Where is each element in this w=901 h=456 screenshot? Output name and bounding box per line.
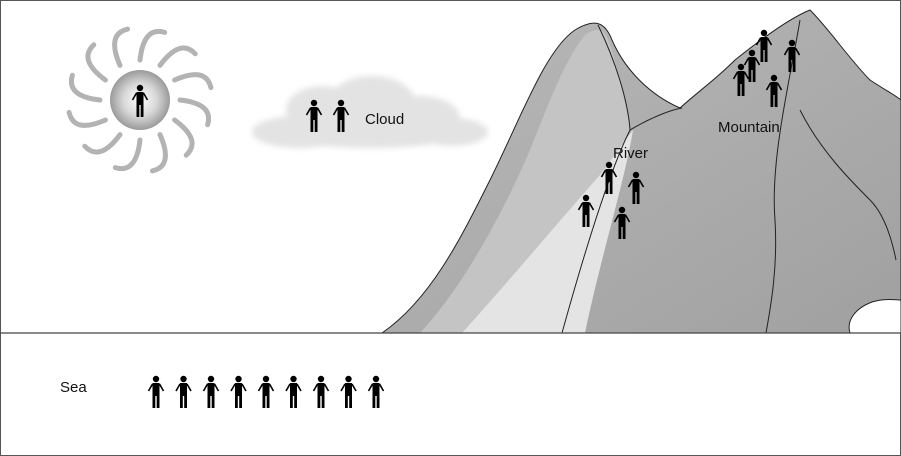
mountain-label: Mountain [718, 119, 780, 136]
person-icon [131, 84, 149, 117]
river-figures [577, 161, 645, 239]
person-icon [765, 74, 783, 107]
sun-ray [149, 132, 168, 174]
sun-ray [112, 137, 143, 172]
person-icon [202, 375, 220, 408]
sun-rays [66, 26, 214, 174]
person-icon [367, 375, 385, 408]
person-icon [305, 99, 323, 132]
sun-ray [82, 132, 123, 155]
person-icon [627, 171, 645, 204]
person-icon [285, 375, 302, 408]
sun-ray [172, 117, 195, 158]
mountain-figures [732, 29, 801, 107]
sun-ray [157, 45, 198, 68]
person-icon [755, 29, 773, 62]
person-icon [257, 375, 275, 408]
person-icon [147, 375, 165, 408]
sun-figures [131, 84, 149, 117]
sun-ray [177, 97, 212, 128]
person-icon [230, 375, 247, 408]
sun-ray [172, 72, 214, 91]
person-icon [783, 39, 801, 72]
cloud-figures [305, 99, 350, 132]
person-icon [743, 49, 761, 82]
person-icon [340, 375, 357, 408]
sun-ray [112, 26, 131, 68]
mountain-icon [380, 9, 901, 334]
sun-ray [66, 109, 108, 128]
person-icon [600, 161, 618, 194]
sea-figures [147, 375, 385, 408]
sun-ray [85, 42, 108, 83]
river-label: River [613, 145, 648, 162]
sun-ray [137, 28, 168, 63]
person-icon [312, 375, 330, 408]
sea-label: Sea [60, 379, 87, 396]
person-icon [577, 194, 595, 227]
person-icon [175, 375, 192, 408]
person-icon [732, 63, 750, 96]
cloud-label: Cloud [365, 111, 404, 128]
sun-ray [68, 72, 103, 103]
person-icon [332, 99, 350, 132]
river-valley [462, 130, 633, 333]
person-icon [613, 206, 631, 239]
